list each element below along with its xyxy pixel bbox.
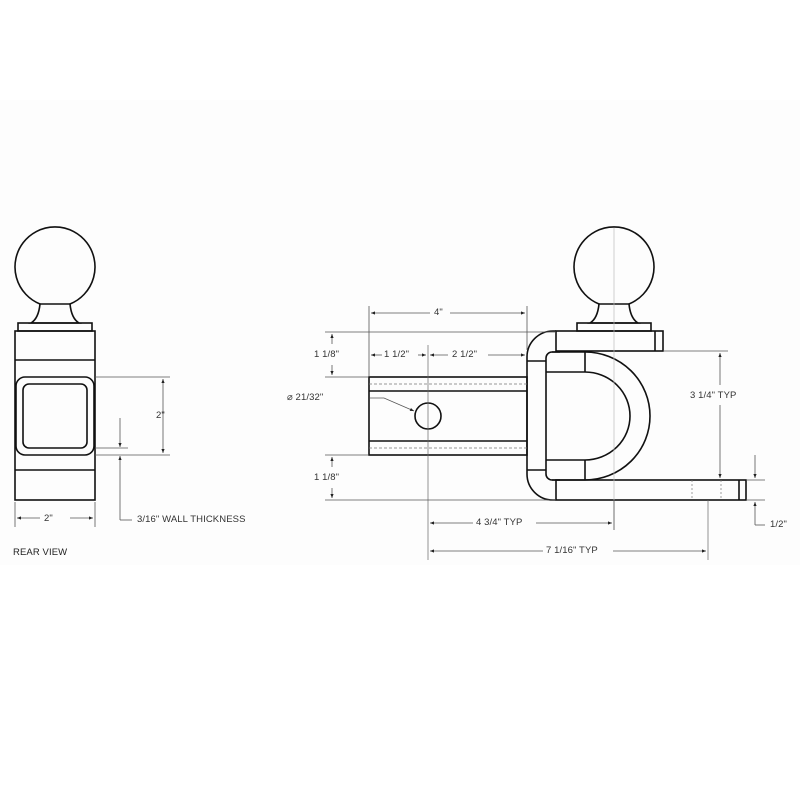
receiver-tube-section	[15, 376, 95, 456]
rear-view-dimensions	[14, 376, 170, 527]
bottom-offset-dimension: 1 1/8"	[314, 472, 340, 483]
receiver-shank	[368, 376, 528, 456]
hidden-lines	[369, 228, 722, 560]
hole-offset-dimension: 1 1/2"	[384, 349, 410, 360]
length-to-ball-dimension: 4 3/4" TYP	[476, 517, 523, 528]
overall-length-dimension: 7 1/16" TYP	[546, 545, 598, 556]
side-view	[368, 226, 747, 501]
rear-width-dimension: 2"	[44, 513, 53, 524]
rear-height-dimension: 2"	[156, 410, 165, 421]
rear-view-title: REAR VIEW	[13, 547, 68, 558]
rear-view	[14, 226, 96, 501]
shank-length-dimension: 4"	[434, 307, 443, 318]
wall-thickness-label: 3/16" WALL THICKNESS	[137, 514, 246, 525]
hitch-ball-icon	[14, 226, 96, 324]
side-view-dimensions	[325, 306, 765, 553]
top-offset-dimension: 1 1/8"	[314, 349, 340, 360]
drawing-background	[0, 100, 800, 565]
hole-diameter-dimension: ⌀ 21/32"	[287, 392, 324, 403]
hole-to-end-dimension: 2 1/2"	[452, 349, 478, 360]
plate-thickness-dimension: 1/2"	[770, 519, 787, 530]
rise-dimension: 3 1/4" TYP	[690, 390, 737, 401]
